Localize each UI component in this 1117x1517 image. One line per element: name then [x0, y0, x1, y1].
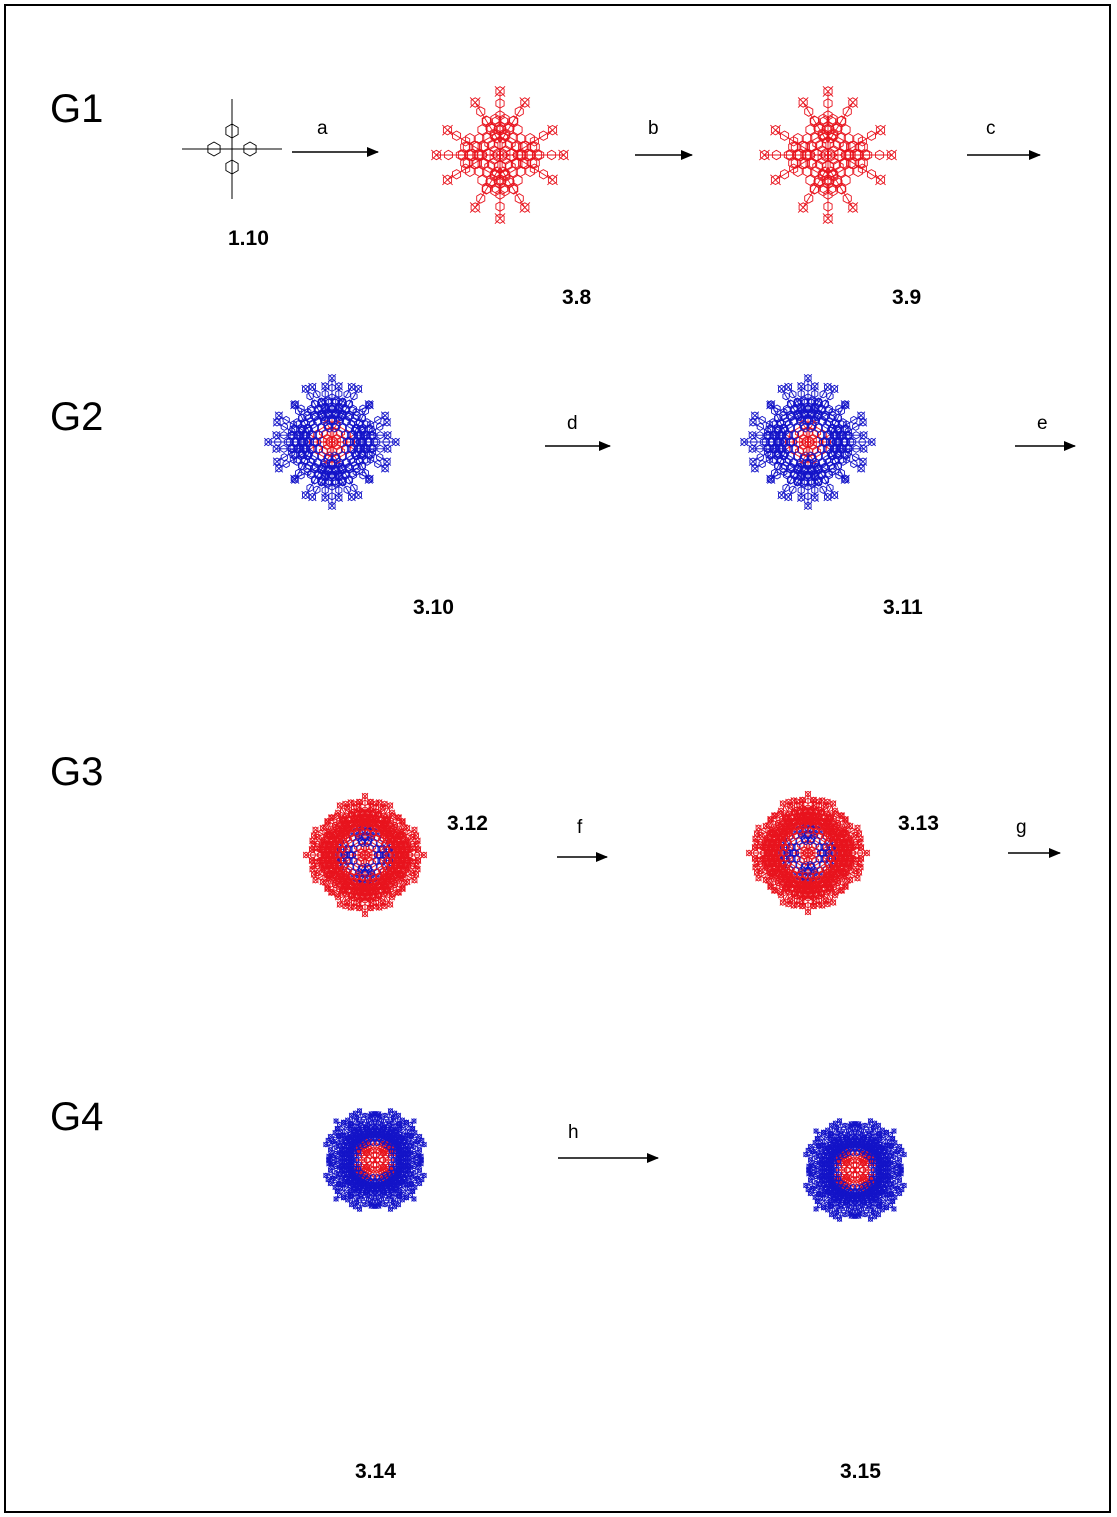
molecule-3-10	[264, 374, 400, 510]
molecule-3-12	[302, 792, 428, 918]
step-label-g: g	[1016, 817, 1027, 838]
molecule-3-9	[759, 86, 897, 224]
step-label-f: f	[577, 817, 583, 838]
molecule-3-14	[323, 1108, 427, 1212]
molecule-3-11	[740, 374, 876, 510]
molecule-3-8	[431, 86, 569, 224]
compound-label-3-10: 3.10	[413, 596, 454, 619]
step-label-a: a	[317, 118, 328, 139]
compound-label-1-10: 1.10	[228, 227, 269, 250]
molecule-3-13	[745, 790, 871, 916]
compound-label-3-15: 3.15	[840, 1460, 881, 1483]
generation-label-g3: G3	[50, 750, 103, 794]
step-label-b: b	[648, 118, 659, 139]
compound-label-3-13: 3.13	[898, 812, 939, 835]
step-label-e: e	[1037, 413, 1048, 434]
step-label-h: h	[568, 1122, 579, 1143]
molecule-3-15	[803, 1118, 907, 1222]
reaction-arrow-h: h	[558, 1122, 659, 1163]
reaction-arrow-f: f	[557, 817, 608, 862]
compound-label-3-9: 3.9	[892, 286, 921, 309]
molecule-1-10	[182, 99, 282, 199]
compound-label-3-11: 3.11	[883, 596, 923, 619]
generation-label-g2: G2	[50, 395, 103, 439]
step-label-d: d	[567, 413, 578, 434]
scheme-frame	[4, 4, 1111, 1513]
compound-label-3-8: 3.8	[562, 286, 592, 309]
reaction-arrow-a: a	[292, 118, 379, 157]
reaction-arrow-c: c	[967, 118, 1041, 160]
reaction-arrow-d: d	[545, 413, 611, 451]
compound-label-3-12: 3.12	[447, 812, 488, 835]
reaction-arrow-g: g	[1008, 817, 1061, 858]
reaction-arrow-e: e	[1015, 413, 1076, 451]
generation-label-g4: G4	[50, 1095, 103, 1139]
step-label-c: c	[986, 118, 996, 139]
generation-label-g1: G1	[50, 87, 103, 131]
compound-label-3-14: 3.14	[355, 1460, 396, 1483]
reaction-arrow-b: b	[635, 118, 693, 160]
